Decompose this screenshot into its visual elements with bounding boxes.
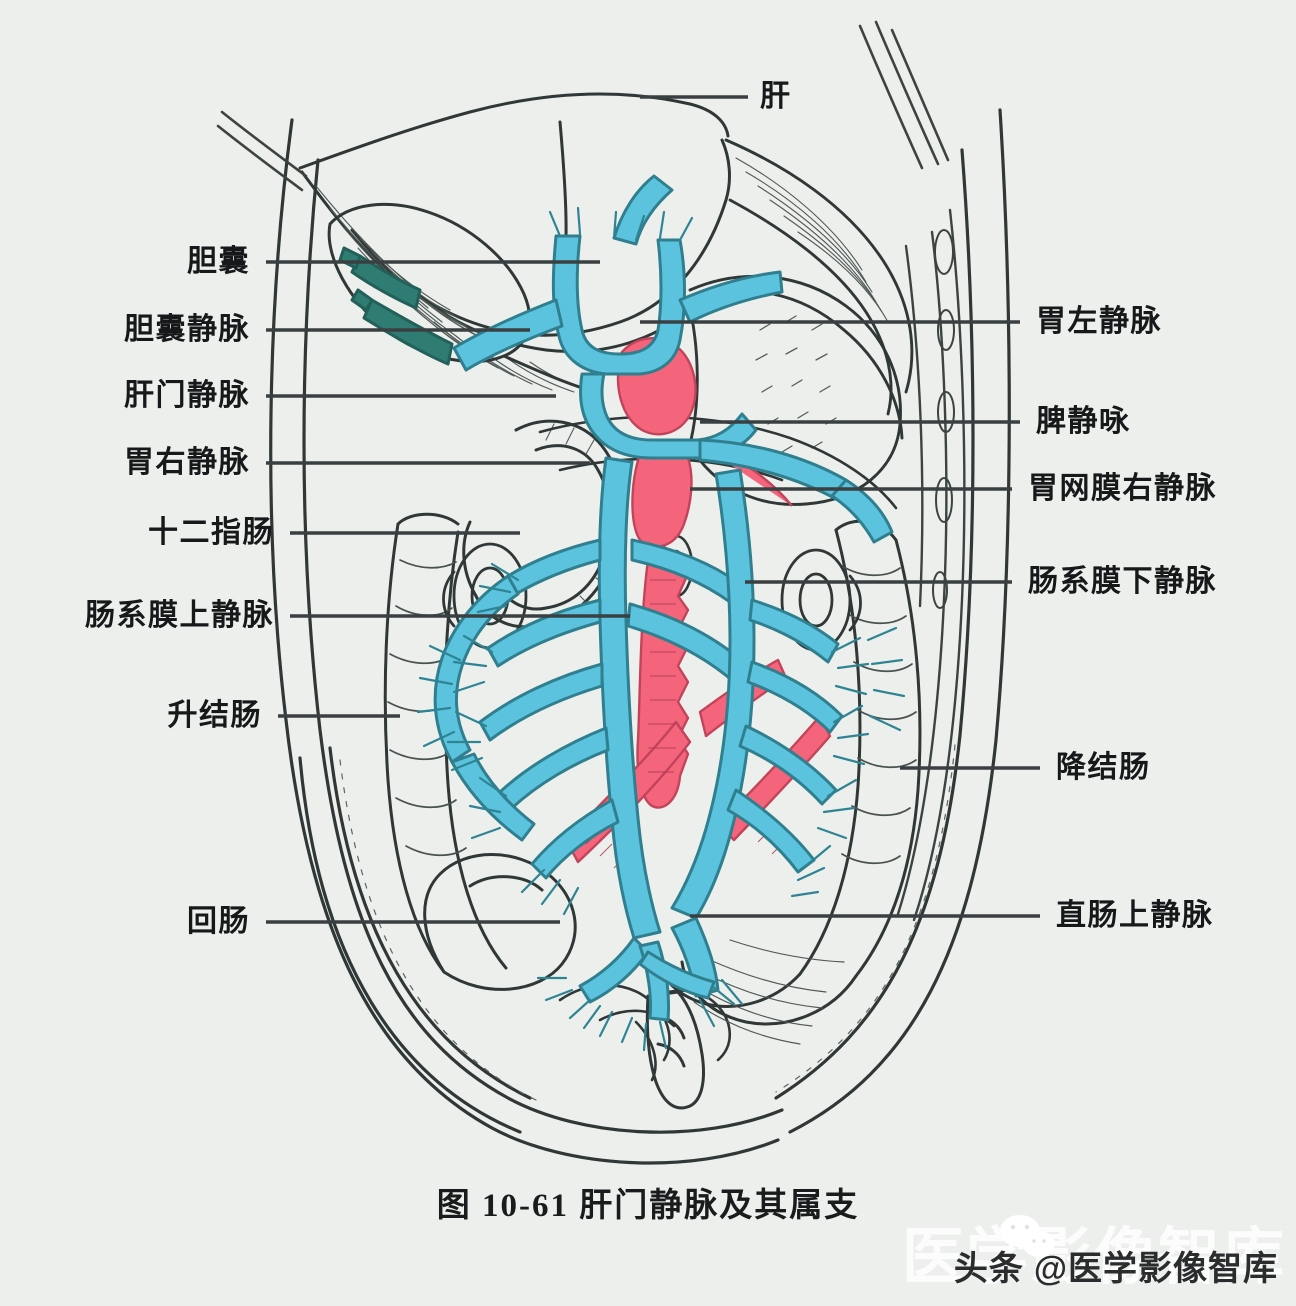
ghost-watermark-text: 医学影像智库 — [901, 1223, 1286, 1292]
wechat-ghost-icon — [1000, 1215, 1055, 1261]
watermark-platform: 头条 — [953, 1250, 1024, 1288]
label-gallbladder: 胆囊 — [187, 245, 250, 278]
label-cystic-vein: 胆囊静脉 — [124, 313, 250, 346]
leader-lines — [266, 95, 1040, 924]
label-inferior-mesenteric-vein: 肠系膜下静脉 — [1028, 565, 1217, 598]
label-right-gastric-vein: 胃右静脉 — [124, 446, 250, 479]
label-superior-rectal-vein: 直肠上静脉 — [1056, 899, 1214, 932]
label-right-gastroomental-vein: 胃网膜右静脉 — [1028, 472, 1217, 505]
label-ileum: 回肠 — [187, 905, 250, 938]
label-superior-mesenteric-vein: 肠系膜上静脉 — [85, 599, 274, 632]
label-hepatic-portal-vein: 肝门静脉 — [124, 379, 250, 412]
label-duodenum: 十二指肠 — [148, 516, 274, 549]
watermark-handle: @医学影像智库 — [1033, 1250, 1278, 1288]
label-liver: 肝 — [760, 80, 792, 113]
watermark: 头条 @医学影像智库 — [954, 1241, 1278, 1290]
figure-caption: 图 10-61 肝门静脉及其属支 — [436, 1188, 860, 1224]
label-ascending-colon: 升结肠 — [167, 699, 262, 732]
label-splenic-vein: 脾静咏 — [1036, 405, 1131, 438]
label-left-gastric-vein: 胃左静脉 — [1036, 305, 1162, 338]
label-descending-colon: 降结肠 — [1056, 751, 1151, 784]
